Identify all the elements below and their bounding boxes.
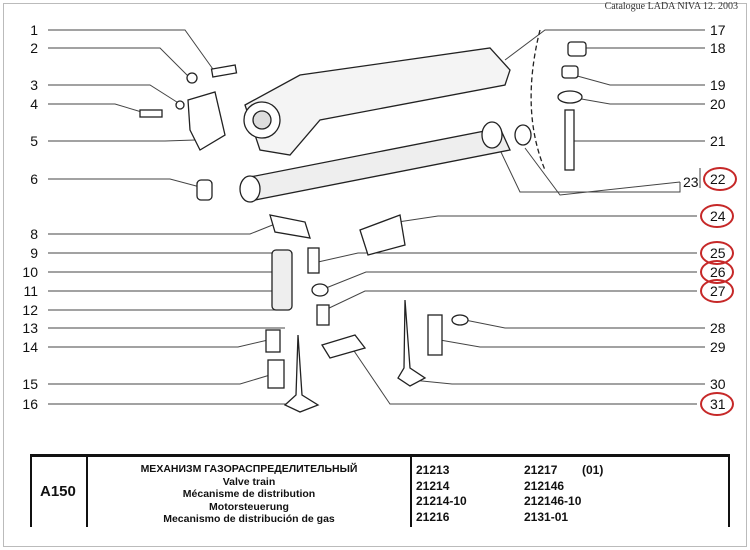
catalogue-header: Catalogue LADA NIVA 12. 2003 [604,1,738,12]
callout-5: 5 [30,133,38,149]
callout-29: 29 [710,339,726,355]
callout-6: 6 [30,171,38,187]
page-border [3,3,747,547]
callout-10: 10 [22,264,38,280]
model: 212146 [524,478,565,493]
leader-line [48,221,281,235]
callout-11: 11 [23,283,38,299]
valve-16 [283,334,320,413]
callout-20: 20 [710,96,726,112]
leader-line [411,379,705,385]
callout-3: 3 [30,77,38,93]
leader-line [48,139,196,142]
leader-line [499,149,681,193]
stud [210,64,238,78]
guide-29 [427,314,443,356]
model: 21216 [416,509,450,524]
parts-info-table: A150 МЕХАНИЗМ ГАЗОРАСПРЕДЕЛИТЕЛЬНЫЙ Valv… [30,454,730,527]
model: 21214-10 [416,494,467,508]
callout-19: 19 [710,77,726,93]
callout-8: 8 [30,226,38,242]
callout-23: 23 [683,174,699,190]
leader-line [569,96,705,105]
section-titles: МЕХАНИЗМ ГАЗОРАСПРЕДЕЛИТЕЛЬНЫЙ Valve tra… [88,463,410,526]
callout-2: 2 [30,40,38,56]
model: 21213 [416,463,450,477]
leader-line [504,29,705,61]
title-fr: Mécanisme de distribution [182,488,316,500]
leader-line [349,344,697,405]
plug [514,124,532,146]
callout-15: 15 [22,376,38,392]
leader-line [48,103,146,114]
models-col2: 21217 212146 212146-10 2131-01 [524,463,581,525]
leader-line [464,319,705,329]
callout-1: 1 [30,22,38,38]
callout-17: 17 [710,22,726,38]
callout-28: 28 [710,320,726,336]
bushing-27 [316,304,330,326]
leader-line [48,29,216,73]
leader-line [48,339,269,348]
plate [321,334,367,359]
bracket [187,91,226,151]
callout-14: 14 [22,339,38,355]
leader-line [48,84,181,105]
seal-28 [451,314,469,326]
valve-spring [271,249,293,311]
stud-21 [564,109,575,171]
washer-20 [557,90,583,104]
title-es: Mecanismo de distribución de gas [163,513,335,525]
highlight-ring [703,167,737,191]
models-col1: 21213 21214 21214-10 21216 [416,463,467,525]
section-code: A150 [40,483,76,500]
leader-line [48,178,201,188]
model: 21217 [524,463,558,477]
callout-21: 21 [710,133,726,149]
parts [139,29,587,413]
callout-18: 18 [710,40,726,56]
model-note: (01) [582,463,604,477]
highlight-ring [700,204,734,228]
adjusting-bolt [307,247,320,274]
tappet-15 [267,359,285,389]
bolt [139,109,163,118]
callout-12: 12 [22,302,38,318]
model: 2131-01 [524,509,569,524]
title-en: Valve train [222,475,276,488]
leader-lines [48,29,705,405]
callout-9: 9 [30,245,38,261]
leader-line [317,252,697,263]
leader-line [524,147,681,196]
leader-line [48,47,191,79]
valve-30 [397,299,427,387]
leader-line [48,374,271,385]
leader-line [325,271,697,289]
washer [186,72,198,84]
title-de: Motorsteuerung [209,500,289,513]
camshaft-end [239,175,261,203]
model: 21214 [416,478,450,493]
leader-line [569,73,705,86]
nut-19 [561,65,579,79]
rocker-housing [244,47,511,156]
title-ru: МЕХАНИЗМ ГАЗОРАСПРЕДЕЛИТЕЛЬНЫЙ [140,463,358,475]
model: 212146-10 [524,494,582,508]
bushing [196,179,213,201]
guide-14 [265,329,281,353]
leader-line [397,215,697,223]
nut-26 [311,283,329,297]
callout-13: 13 [22,320,38,336]
spring-24 [359,214,406,256]
nut [567,41,587,57]
callout-30: 30 [710,376,726,392]
leader-line [439,339,705,348]
highlight-ring [700,392,734,416]
callout-4: 4 [30,96,38,112]
callout-16: 16 [22,396,38,412]
highlight-ring [700,279,734,303]
rocker-arm [269,214,311,239]
leader-line [324,290,697,311]
